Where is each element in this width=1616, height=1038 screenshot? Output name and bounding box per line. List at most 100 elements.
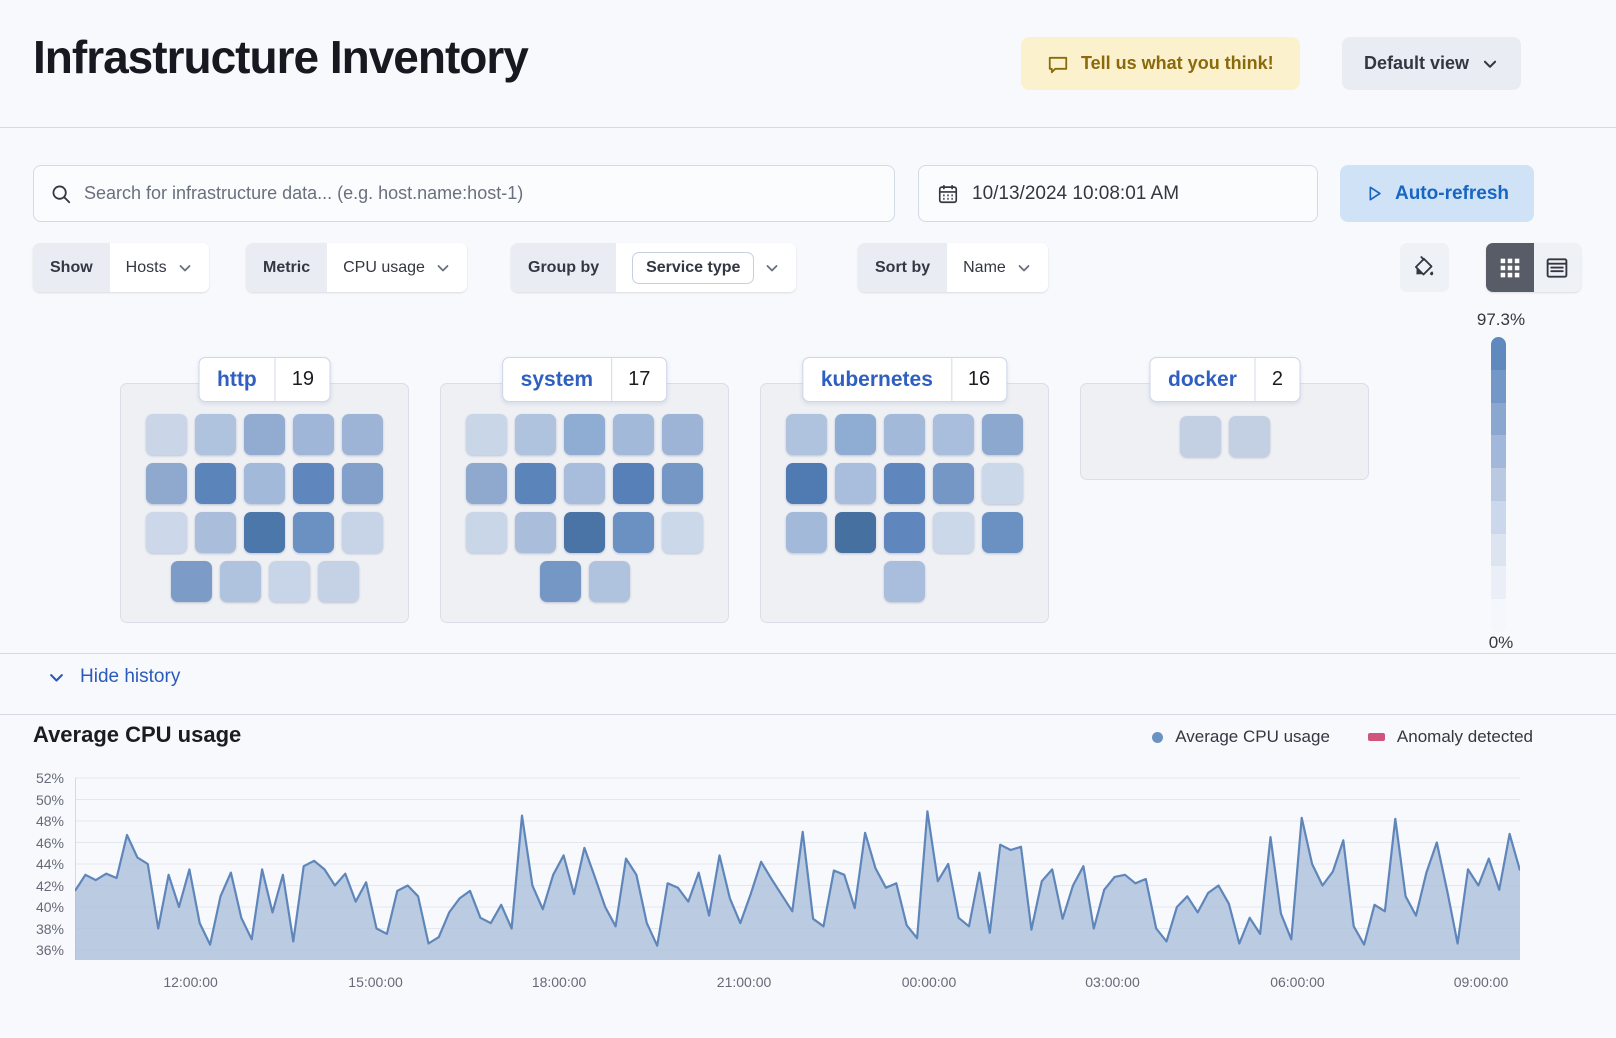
host-cell[interactable] — [613, 512, 654, 553]
host-cell[interactable] — [515, 512, 556, 553]
host-cell[interactable] — [268, 561, 310, 602]
host-cell[interactable] — [539, 561, 581, 602]
group-name-link[interactable]: docker — [1168, 367, 1237, 391]
host-cell[interactable] — [146, 414, 187, 455]
badge-divider — [950, 358, 952, 401]
host-cell[interactable] — [1228, 416, 1270, 457]
host-cell[interactable] — [195, 512, 236, 553]
view-selector-label: Default view — [1364, 53, 1470, 73]
host-cell[interactable] — [933, 512, 974, 553]
chevron-down-icon — [179, 264, 190, 271]
host-cell[interactable] — [244, 463, 285, 504]
host-cell[interactable] — [466, 414, 507, 455]
legend-item-cpu[interactable]: Average CPU usage — [1152, 727, 1330, 747]
host-cell[interactable] — [515, 414, 556, 455]
group-name-link[interactable]: http — [217, 367, 257, 391]
play-icon — [1365, 184, 1384, 203]
host-cell[interactable] — [1179, 416, 1221, 457]
host-cell[interactable] — [342, 512, 383, 553]
host-cell[interactable] — [613, 463, 654, 504]
table-view-button[interactable] — [1533, 243, 1581, 292]
host-cell[interactable] — [293, 414, 334, 455]
host-cell[interactable] — [982, 512, 1023, 553]
table-view-icon — [1544, 255, 1570, 281]
host-cell[interactable] — [342, 463, 383, 504]
host-cell[interactable] — [933, 414, 974, 455]
host-cell[interactable] — [933, 463, 974, 504]
host-cell[interactable] — [515, 463, 556, 504]
section-divider — [0, 653, 1616, 654]
date-picker[interactable]: 10/13/2024 10:08:01 AM — [918, 165, 1318, 222]
x-tick-label: 09:00:00 — [1453, 974, 1509, 990]
y-tick-label: 42% — [35, 877, 64, 894]
group-docker: docker 2 — [1080, 357, 1369, 480]
view-selector-button[interactable]: Default view — [1342, 37, 1522, 90]
chart-legend: Average CPU usage Anomaly detected — [1152, 727, 1533, 747]
host-cell[interactable] — [588, 561, 630, 602]
color-palette-button[interactable] — [1400, 243, 1449, 292]
host-cell[interactable] — [564, 512, 605, 553]
group-name-link[interactable]: system — [520, 367, 594, 391]
group-name-link[interactable]: kubernetes — [820, 367, 933, 391]
auto-refresh-button[interactable]: Auto-refresh — [1340, 165, 1534, 222]
host-cell[interactable] — [195, 414, 236, 455]
section-divider — [0, 714, 1616, 715]
x-tick-label: 06:00:00 — [1270, 974, 1325, 990]
host-cell[interactable] — [982, 414, 1023, 455]
host-cell[interactable] — [982, 463, 1023, 504]
host-cell[interactable] — [564, 414, 605, 455]
host-cell[interactable] — [884, 414, 925, 455]
host-cell[interactable] — [342, 414, 383, 455]
badge-divider — [611, 358, 613, 401]
host-cell[interactable] — [835, 512, 876, 553]
host-cell[interactable] — [466, 463, 507, 504]
host-cell[interactable] — [293, 463, 334, 504]
chevron-down-icon — [1018, 264, 1030, 271]
host-cell[interactable] — [835, 463, 876, 504]
host-cell[interactable] — [146, 463, 187, 504]
host-cell[interactable] — [884, 561, 925, 602]
host-waffle — [441, 414, 728, 602]
host-cell[interactable] — [786, 414, 827, 455]
search-bar[interactable] — [33, 165, 895, 222]
cpu-usage-chart[interactable] — [74, 770, 1522, 966]
host-cell[interactable] — [786, 463, 827, 504]
show-filter-value: Hosts — [125, 258, 167, 276]
hide-history-button[interactable]: Hide history — [47, 666, 180, 688]
host-cell[interactable] — [293, 512, 334, 553]
host-cell[interactable] — [884, 512, 925, 553]
host-cell[interactable] — [244, 414, 285, 455]
grid-view-button[interactable] — [1486, 243, 1534, 292]
host-cell[interactable] — [662, 512, 703, 553]
host-cell[interactable] — [786, 512, 827, 553]
calendar-icon — [937, 183, 959, 205]
host-cell[interactable] — [219, 561, 261, 602]
search-input[interactable] — [84, 183, 878, 204]
show-filter-select[interactable]: Hosts — [109, 243, 209, 292]
legend-label: Average CPU usage — [1175, 727, 1330, 746]
show-filter-label: Show — [33, 243, 110, 292]
sort-by-filter: Sort by Name — [858, 243, 1048, 292]
chevron-down-icon — [766, 264, 778, 271]
host-cell[interactable] — [564, 463, 605, 504]
host-cell[interactable] — [835, 414, 876, 455]
group-by-filter: Group by Service type — [511, 243, 797, 292]
group-by-filter-value[interactable]: Service type — [632, 251, 755, 284]
date-picker-value: 10/13/2024 10:08:01 AM — [972, 182, 1180, 204]
host-cell[interactable] — [170, 561, 212, 602]
host-cell[interactable] — [317, 561, 359, 602]
sort-by-filter-select[interactable]: Name — [947, 243, 1048, 292]
metric-filter-select[interactable]: CPU usage — [327, 243, 467, 292]
feedback-button[interactable]: Tell us what you think! — [1021, 37, 1300, 90]
host-cell[interactable] — [195, 463, 236, 504]
group-by-filter-select[interactable]: Service type — [616, 243, 797, 292]
host-cell[interactable] — [244, 512, 285, 553]
legend-item-anomaly[interactable]: Anomaly detected — [1367, 727, 1533, 747]
host-cell[interactable] — [466, 512, 507, 553]
host-cell[interactable] — [662, 414, 703, 455]
host-cell[interactable] — [662, 463, 703, 504]
host-cell[interactable] — [884, 463, 925, 504]
host-cell[interactable] — [146, 512, 187, 553]
host-cell[interactable] — [613, 414, 654, 455]
